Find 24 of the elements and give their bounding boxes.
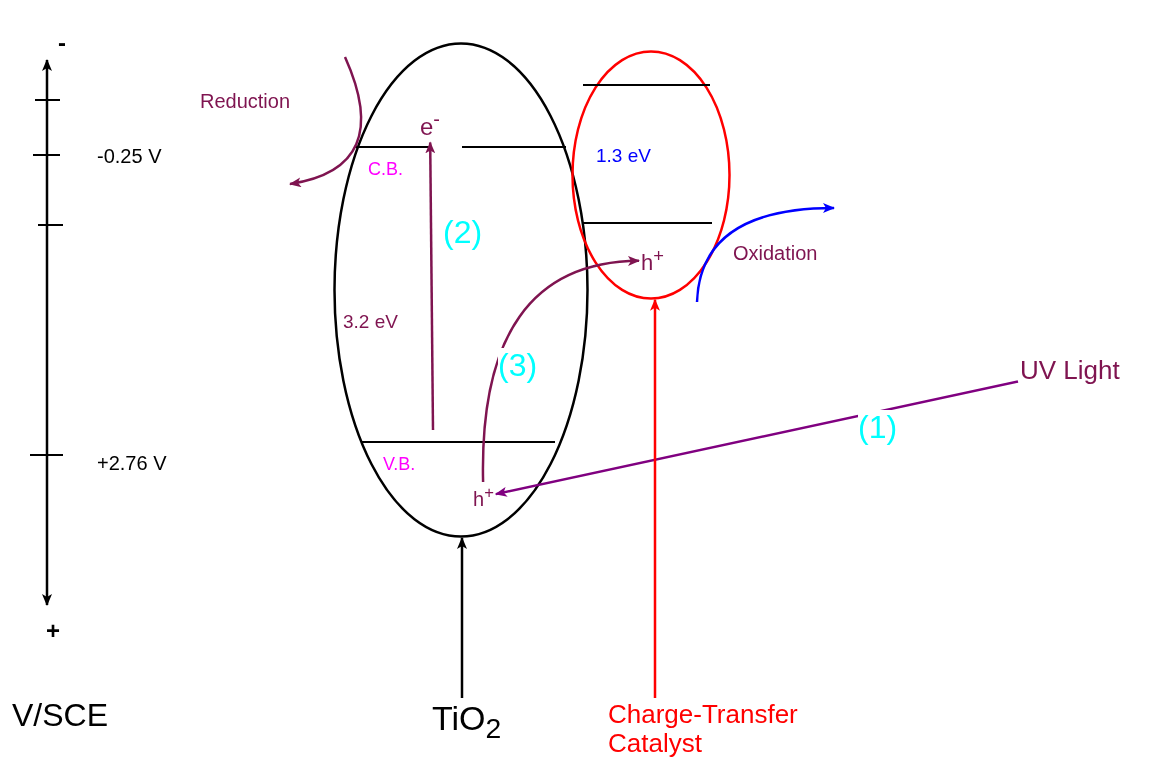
material-label: TiO$_{2}$: [432, 700, 502, 744]
band-gap-value: 1.3 eV: [596, 146, 651, 167]
potential-value: +2.76 V: [97, 452, 167, 474]
band-gap-value: 3.2 eV: [343, 312, 398, 333]
axis-end-sign: -: [58, 30, 66, 57]
electron-label: e$^{-}$: [420, 108, 441, 141]
arrow: [494, 380, 1019, 497]
light-source-label: UV Light: [1020, 356, 1120, 385]
axis-title: V/SCE: [12, 698, 109, 734]
arrow: [650, 298, 660, 698]
catalyst-label: Charge-Transfer Catalyst: [608, 700, 838, 758]
step-number: (3): [498, 348, 538, 384]
axis-end-sign: +: [46, 618, 60, 645]
band-label: C.B.: [368, 160, 403, 180]
arrow: [425, 141, 436, 430]
process-label: Oxidation: [733, 242, 818, 264]
band-label: V.B.: [383, 455, 416, 475]
hole-label: h$^{+}$: [473, 484, 494, 510]
potential-value: -0.25 V: [97, 145, 162, 167]
arrow: [457, 537, 467, 698]
process-label: Reduction: [200, 90, 291, 112]
hole-label: h$^{+}$: [641, 246, 664, 276]
arrow: [481, 256, 640, 482]
step-number: (1): [858, 410, 898, 446]
